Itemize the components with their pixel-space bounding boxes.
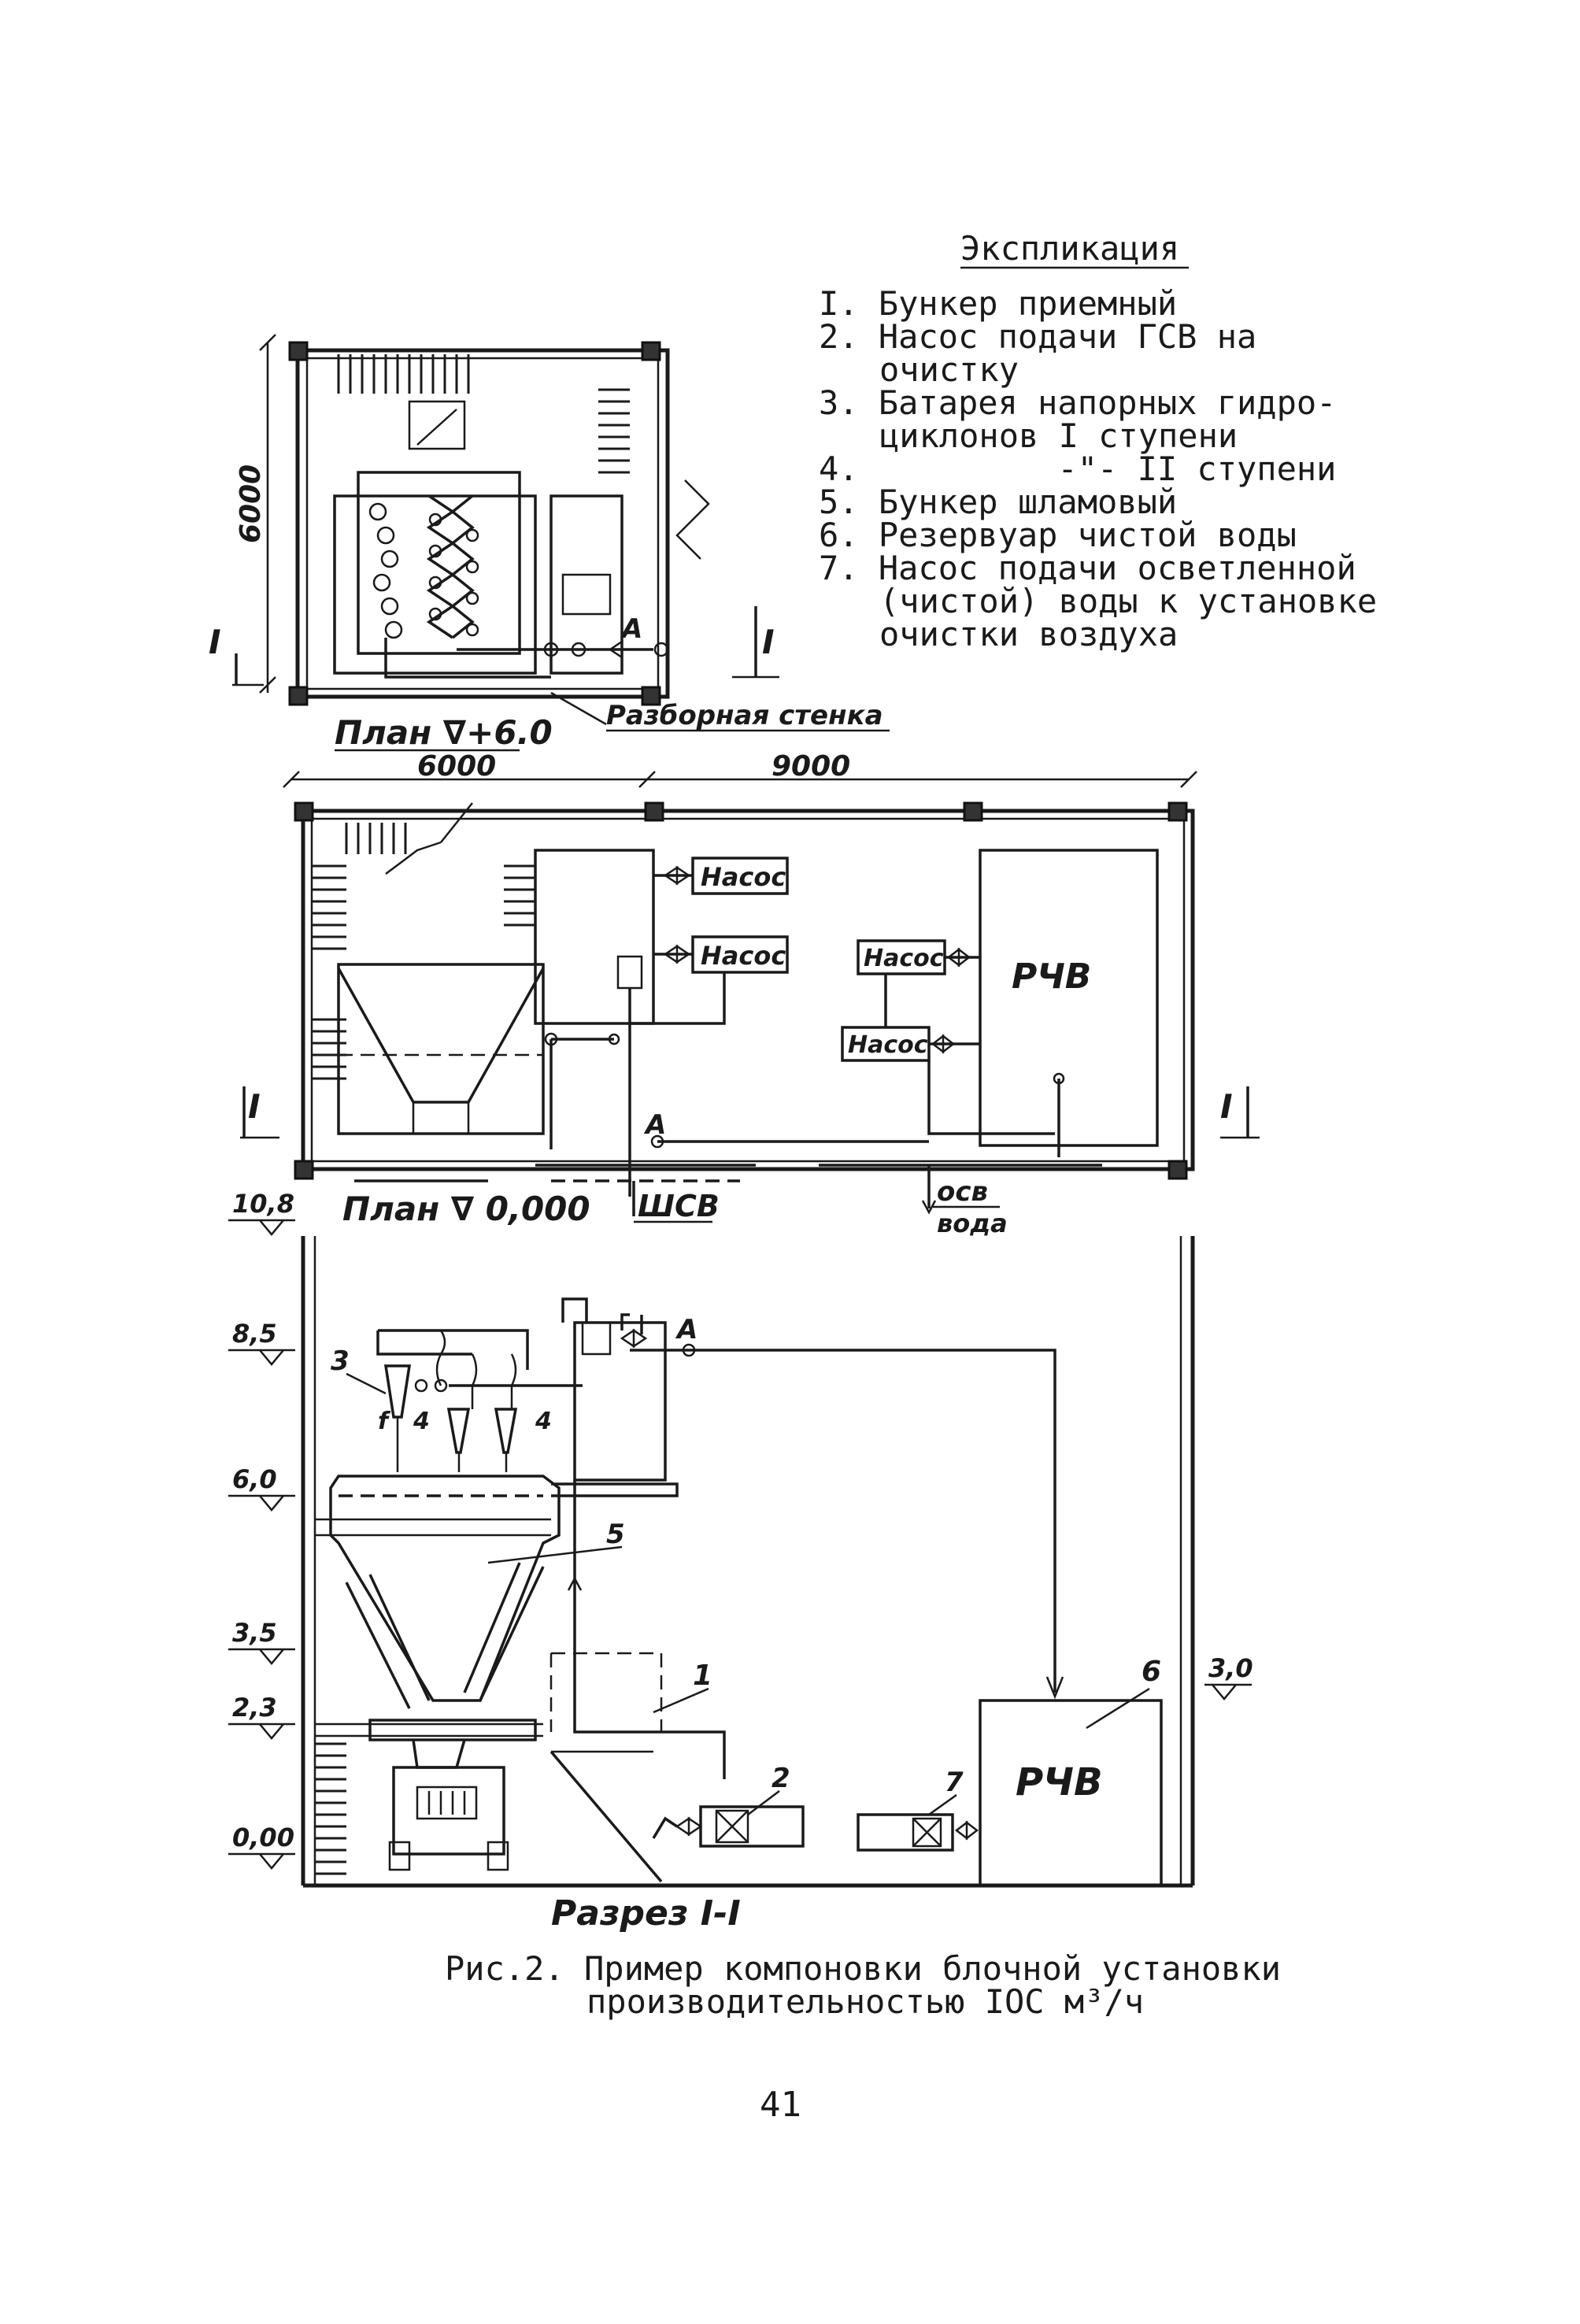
figure-caption: Рис.2. Пример компоновки блочной установ…: [445, 1949, 1281, 2021]
legend-item: I. Бункер приемный: [819, 284, 1177, 323]
column: [641, 686, 661, 706]
point-label-a: А: [675, 1314, 697, 1345]
legend-item: 3. Батарея напорных гидро-: [819, 383, 1336, 422]
callout-4: 4: [413, 1408, 430, 1435]
section-mark-right: I: [1220, 1087, 1233, 1126]
hydrocyclone-battery: [368, 494, 479, 639]
legend-item: (чистой) воды к установке: [879, 582, 1377, 620]
tank-label: РЧВ: [1016, 1760, 1103, 1804]
legend-item: 5. Бункер шламовый: [819, 483, 1177, 521]
callout-2: 2: [771, 1763, 790, 1794]
callout-7: 7: [945, 1767, 964, 1798]
column: [1167, 1160, 1188, 1180]
pump-label: Насос: [864, 945, 944, 972]
outlet-water-top: осв: [937, 1176, 988, 1208]
column: [963, 801, 983, 822]
callout-f: f: [378, 1408, 391, 1435]
stair-hatching: [337, 354, 470, 394]
column: [288, 341, 309, 361]
page-number: 41: [760, 2085, 801, 2125]
callout-3: 3: [331, 1345, 350, 1377]
callout-4: 4: [535, 1408, 552, 1435]
hydrocyclones: [376, 1329, 583, 1472]
level-label: 2,3: [232, 1693, 277, 1723]
column: [1167, 801, 1188, 822]
outlet-shsv: ШСВ: [638, 1189, 720, 1223]
sludge-hopper: [329, 1475, 561, 1702]
level-label: 3,5: [232, 1618, 277, 1648]
pump-label: Насос: [848, 1031, 928, 1059]
column: [294, 801, 314, 822]
legend-item: 4. -"- II ступени: [819, 450, 1336, 488]
outlet-water-bottom: вода: [937, 1208, 1008, 1238]
clean-water-tank: [979, 1699, 1163, 1887]
section-mark-left: I: [209, 623, 221, 661]
legend-item: 2. Насос подачи ГСВ на: [819, 317, 1256, 356]
legend: Экспликация I. Бункер приемный 2. Насос …: [819, 229, 1377, 653]
truck: [368, 1719, 537, 1871]
plan-lower-title: План ∇ 0,000: [342, 1190, 590, 1228]
pump-7: [857, 1813, 954, 1852]
section-title: Разрез I-I: [551, 1893, 741, 1934]
caption-line-2: производительностью IОС м³/ч: [586, 1982, 1144, 2021]
receiving-hopper: [337, 968, 545, 1104]
column: [644, 801, 664, 822]
level-label: 3,0: [1208, 1653, 1253, 1683]
legend-item: 7. Насос подачи осветленной: [819, 549, 1356, 587]
caption-line-1: Рис.2. Пример компоновки блочной установ…: [445, 1949, 1281, 1988]
dimension-9000: 9000: [771, 750, 850, 783]
dimension-6000: 6000: [417, 750, 496, 783]
legend-item: 6. Резервуар чистой воды: [819, 516, 1297, 554]
plan-upper: 6000: [209, 334, 890, 752]
level-marks: 10,8 8,5 6,0 3,5 2,3 0,00 3,0: [228, 1189, 1253, 1870]
plan-lower: 6000 9000: [240, 750, 1260, 1238]
pump-label: Насос: [701, 862, 786, 892]
pump-label: Насос: [701, 941, 786, 971]
callout-5: 5: [606, 1519, 625, 1550]
point-label-a: А: [643, 1109, 666, 1141]
plan-upper-title: План ∇+6.0: [335, 713, 553, 752]
column: [294, 1160, 314, 1180]
wall-label: Разборная стенка: [606, 700, 883, 731]
level-label: 10,8: [232, 1189, 294, 1219]
section-mark-left: I: [248, 1087, 261, 1126]
legend-title: Экспликация: [960, 229, 1179, 268]
legend-item: очистку: [879, 350, 1019, 389]
legend-item: циклонов I ступени: [879, 416, 1238, 455]
level-label: 8,5: [232, 1319, 277, 1349]
legend-item: очистки воздуха: [879, 615, 1178, 653]
callout-1: 1: [693, 1660, 712, 1692]
column: [288, 686, 309, 706]
level-label: 6,0: [232, 1464, 277, 1494]
column: [641, 341, 661, 361]
clean-water-tank: [979, 849, 1159, 1147]
section-mark-right: I: [762, 623, 775, 661]
level-label: 0,00: [232, 1823, 294, 1852]
callout-6: 6: [1142, 1656, 1161, 1688]
section-view: 10,8 8,5 6,0 3,5 2,3 0,00 3,0: [228, 1189, 1253, 1934]
dimension-6000-vertical: 6000: [235, 464, 267, 543]
tank-label: РЧВ: [1012, 957, 1091, 997]
point-label-a: А: [620, 613, 642, 645]
